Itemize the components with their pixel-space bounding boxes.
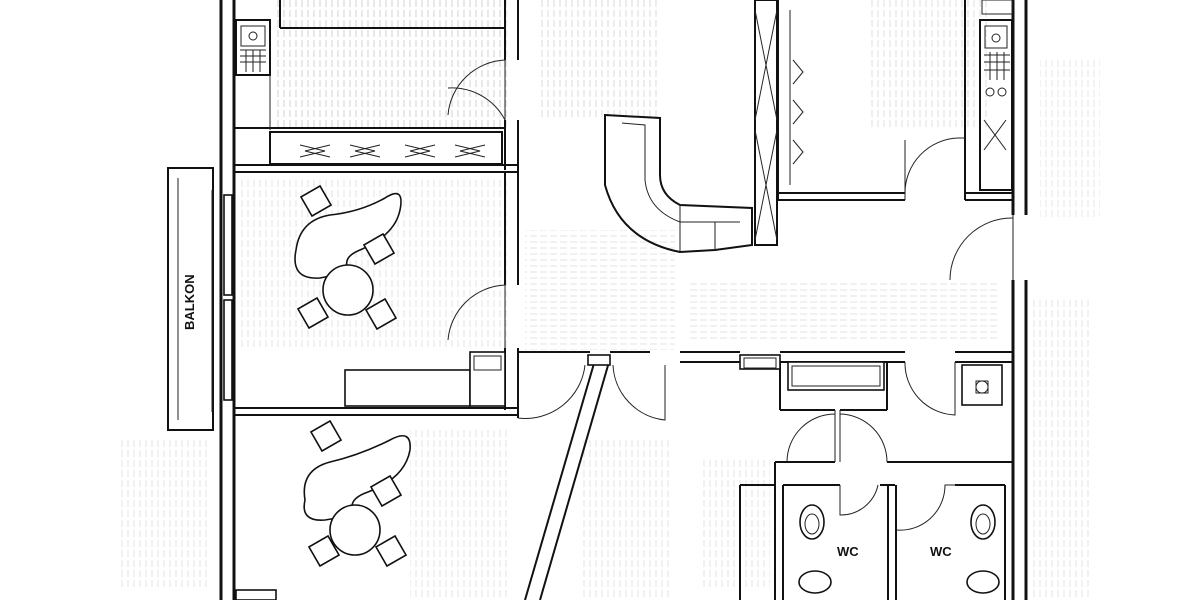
exterior-walls xyxy=(219,0,1028,600)
desk-group-upper xyxy=(294,184,402,331)
balcony xyxy=(167,167,233,431)
interior-walls xyxy=(234,0,1013,600)
wardrobe xyxy=(269,131,503,165)
reception-counter xyxy=(604,113,753,254)
wc-right-label: WC xyxy=(930,544,952,559)
wc-right-fixtures xyxy=(966,504,1000,594)
door-swings xyxy=(447,59,1014,531)
diagonal-wall xyxy=(524,354,611,600)
cabinets xyxy=(235,351,1003,600)
kitchenette-right xyxy=(979,0,1013,191)
wc-left-label: WC xyxy=(837,544,859,559)
kitchenette-left xyxy=(235,19,271,130)
wardrobe-column xyxy=(754,0,804,246)
balcony-label: BALKON xyxy=(182,274,197,330)
hatch-texture xyxy=(120,0,1100,600)
desk-group-lower xyxy=(303,419,411,568)
wc-left-fixtures xyxy=(798,504,832,594)
